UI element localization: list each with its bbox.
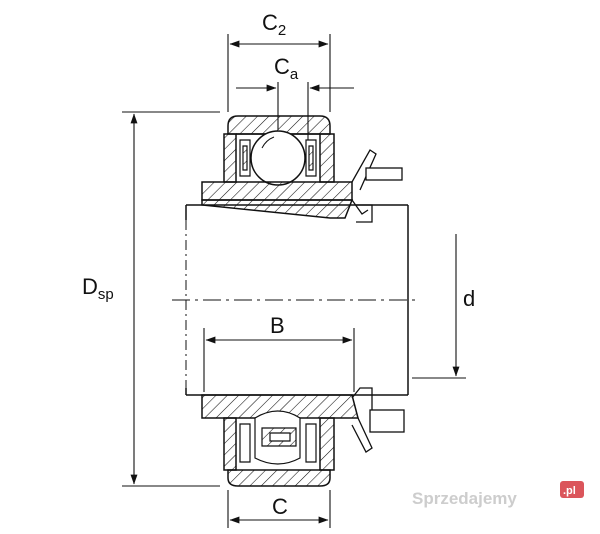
- watermark-suffix: .pl: [563, 485, 576, 497]
- set-screw-bottom: [351, 387, 405, 453]
- dim-c2: [227, 34, 331, 112]
- watermark: Sprzedajemy .pl: [412, 481, 584, 508]
- outer-ring-top: [223, 115, 335, 183]
- inner-ring-top: [201, 181, 354, 219]
- dim-c: [227, 490, 331, 528]
- label-ca: Ca: [274, 54, 299, 83]
- dim-ca: [236, 82, 354, 140]
- seal-top: [239, 139, 317, 177]
- label-c: C: [272, 494, 288, 519]
- outer-ring-bottom: [223, 417, 335, 487]
- watermark-text: Sprzedajemy: [412, 489, 517, 508]
- label-d: d: [463, 286, 475, 311]
- label-c2: C2: [262, 10, 286, 39]
- dim-dsp: [122, 111, 220, 487]
- ball-top: [250, 130, 306, 186]
- label-dsp: Dsp: [82, 274, 114, 303]
- label-b: B: [270, 313, 285, 338]
- dim-d: [412, 234, 466, 379]
- set-screw-top: [351, 149, 403, 223]
- watermark-badge: [560, 481, 584, 498]
- seal-bottom: [239, 410, 317, 465]
- dim-b: [203, 328, 355, 392]
